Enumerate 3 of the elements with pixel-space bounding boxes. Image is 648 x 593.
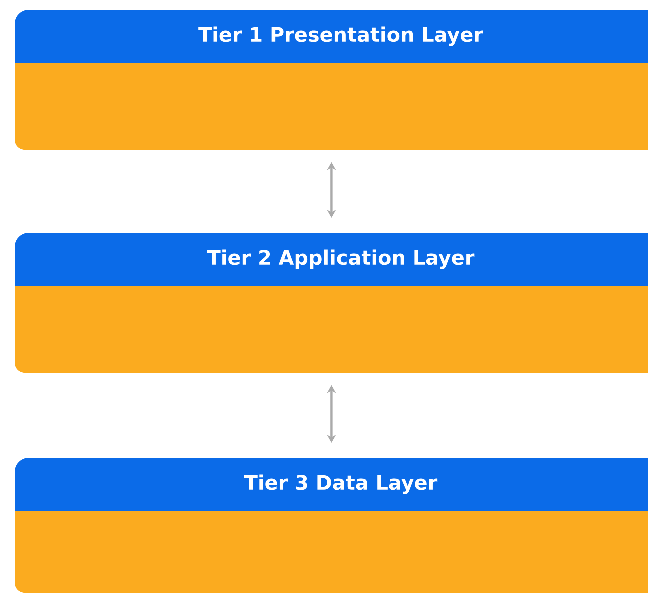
layer-box: Tier 2 Application Layer [15, 233, 648, 373]
layer-box: Tier 3 Data Layer [15, 458, 648, 593]
layer-box: Tier 1 Presentation Layer [15, 10, 648, 150]
